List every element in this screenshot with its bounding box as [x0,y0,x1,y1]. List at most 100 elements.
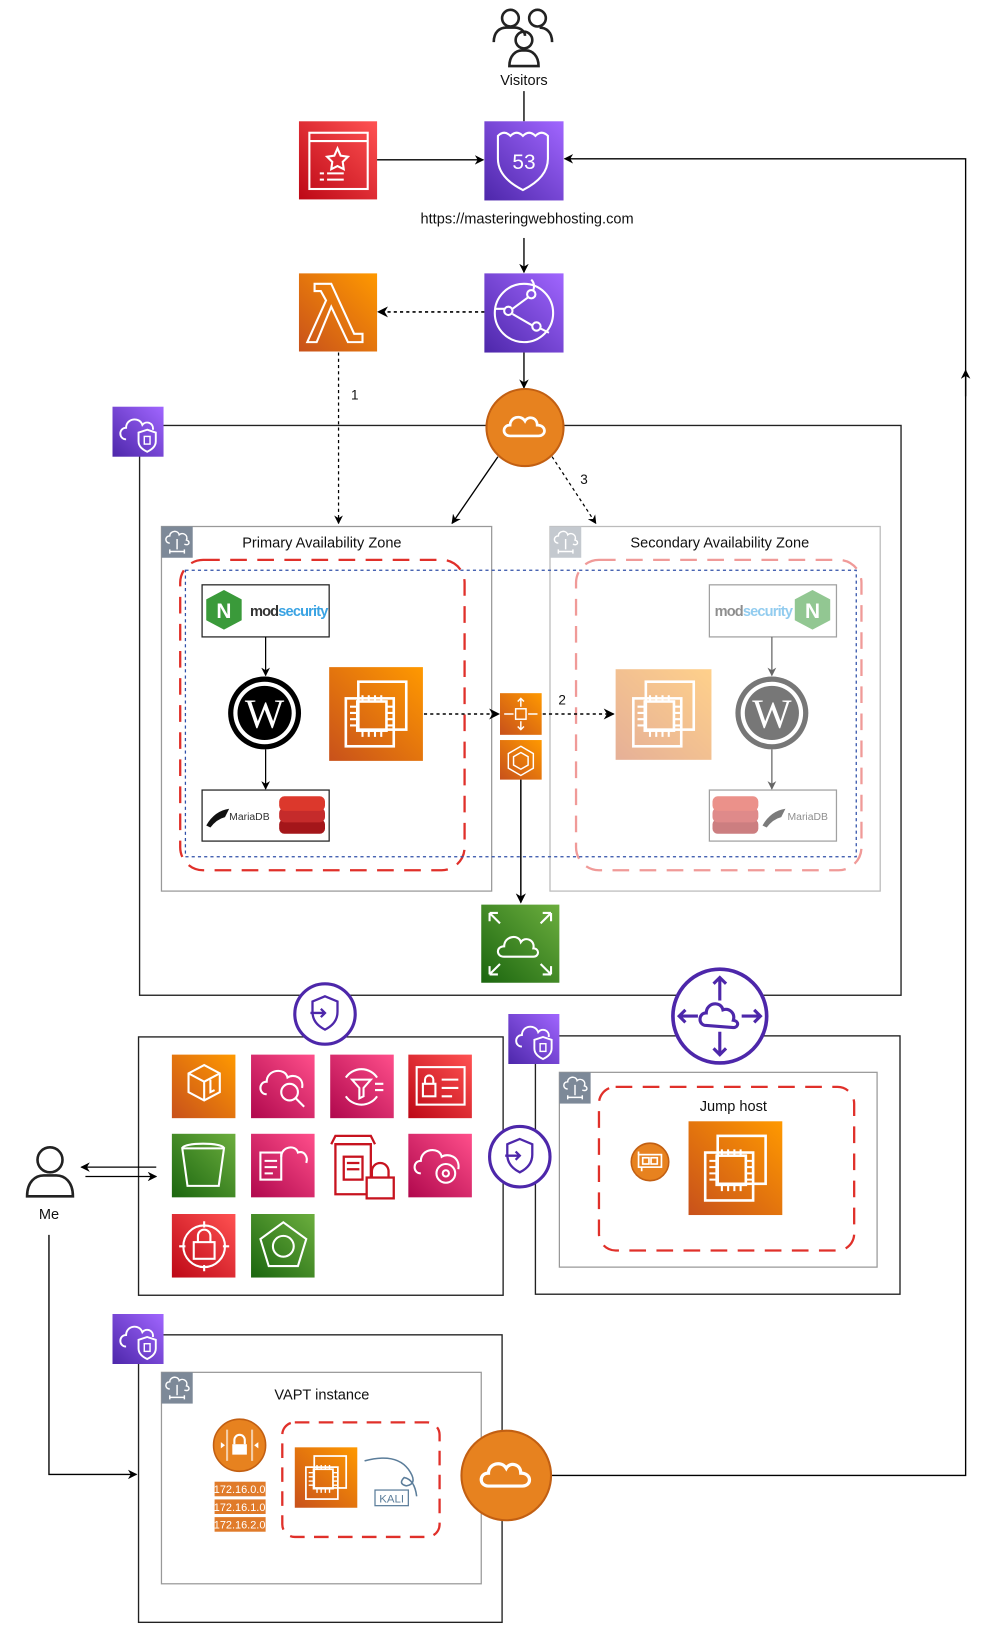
internet-gateway[interactable] [485,387,565,468]
transit-gateway-icon [676,975,763,1057]
cloud-search-icon [259,1069,305,1108]
security-service-tile[interactable] [171,1054,236,1119]
edge-label-3: 3 [580,472,588,487]
ec2-jump-host[interactable] [688,1121,783,1216]
wordpress-logo-secondary: W [735,676,809,750]
jump-host-subnet [558,1071,878,1268]
primary-availability-zone: Primary Availability Zone [160,525,493,892]
modsecurity-logo-primary: N modsecurity [201,584,330,638]
vapt-label: VAPT instance [274,1387,369,1403]
ec2-secondary[interactable] [615,669,712,760]
svg-text:N: N [216,600,231,623]
visitors-label: Visitors [500,73,548,89]
internet-gateway-vapt[interactable] [460,1429,553,1522]
kali-dragon-icon [364,1457,418,1497]
lock-icon [220,1429,259,1461]
secondary-autoscaling-group [574,558,863,872]
load-balancer[interactable] [500,693,542,735]
svg-text:modsecurity: modsecurity [715,604,794,620]
security-service-tile[interactable] [330,1134,395,1200]
connector [550,154,967,1477]
efs-icon [488,911,553,976]
me-user: Me [25,1146,75,1223]
cloud-doc-icon [259,1146,308,1181]
svg-text:172.16.1.0: 172.16.1.0 [214,1502,266,1514]
connector [551,456,597,525]
route53[interactable]: 53 [484,121,564,201]
ecs[interactable] [500,740,542,780]
edge-label-2: 2 [558,693,566,708]
svg-text:MariaDB: MariaDB [229,812,270,823]
certificate-icon [308,131,369,191]
vapt-instance-group [281,1421,441,1539]
mariadb-redis-logo-secondary: MariaDB [708,789,838,842]
secondary-zone-label: Secondary Availability Zone [630,535,809,551]
ec2-primary[interactable] [329,667,423,761]
subnet-badge: 172.16.0.0 [214,1481,266,1497]
network-card-icon [637,1151,663,1172]
vpc-endpoint-middle[interactable] [488,1124,552,1189]
endpoint-shield-icon [505,1137,534,1174]
primary-autoscaling-group [179,558,466,872]
subnet-badge: 172.16.2.0 [214,1517,266,1532]
wordpress-logo-primary: W [228,676,302,750]
redis-icon [279,796,325,834]
users-icon [492,8,554,68]
security-service-tile[interactable] [251,1054,315,1119]
me-label: Me [39,1207,59,1223]
vpc-endpoint-top[interactable] [293,982,357,1046]
security-service-tile[interactable] [408,1133,472,1198]
jump-host-label: Jump host [700,1099,767,1115]
lambda[interactable] [298,273,378,352]
user-icon [25,1146,75,1198]
cloud-gear-icon [413,1149,460,1184]
security-service-tile[interactable] [408,1054,472,1119]
cloudfront[interactable] [484,273,564,353]
domain-label[interactable]: https://masteringwebhosting.com [421,211,634,227]
route53-icon: 53 [496,131,549,192]
vpc-badge [112,406,164,457]
endpoint-shield-icon [310,995,339,1031]
security-service-tile[interactable] [251,1214,315,1278]
security-service-tile[interactable] [171,1133,236,1198]
efs[interactable] [481,904,560,983]
security-service-tile[interactable] [251,1133,315,1198]
kali-logo: KALI [364,1457,418,1507]
svg-text:W: W [245,692,285,738]
connector [451,456,499,525]
svg-text:172.16.0.0: 172.16.0.0 [214,1484,266,1496]
vault-lock-icon [330,1134,395,1200]
shared-network-boundary [184,569,857,858]
connector [48,1234,138,1480]
network-acl[interactable] [212,1418,267,1473]
svg-text:172.16.2.0: 172.16.2.0 [214,1520,266,1532]
security-service-tile[interactable] [330,1054,394,1119]
subnet-list: 172.16.0.0 172.16.1.0 172.16.2.0 [214,1481,266,1532]
id-card-icon [415,1066,466,1106]
svg-text:MariaDB: MariaDB [788,812,829,823]
cloudfront-icon [493,278,555,344]
svg-text:N: N [805,600,820,623]
edge-label-1: 1 [351,387,359,402]
lock-target-icon [179,1221,230,1272]
security-service-tile[interactable] [171,1214,236,1278]
subnet-badge: 172.16.1.0 [214,1499,266,1514]
vpc-badge [508,1014,560,1064]
filter-icon [344,1068,384,1106]
svg-text:W: W [752,692,792,738]
lambda-icon [305,282,364,344]
ec2-vapt[interactable] [294,1447,358,1508]
mariadb-redis-logo-primary: MariaDB [201,789,330,842]
elb-icon [504,697,538,731]
vpc-badge [112,1314,164,1364]
svg-text:KALI: KALI [379,1494,404,1506]
visitors: Visitors [492,8,554,89]
svg-text:modsecurity: modsecurity [250,604,329,620]
network-interface[interactable] [630,1142,670,1182]
polygon-icon [259,1221,308,1268]
bucket-icon [181,1142,226,1187]
certificate-manager[interactable] [298,121,378,200]
svg-text:53: 53 [512,151,535,174]
transit-gateway[interactable] [671,967,769,1065]
